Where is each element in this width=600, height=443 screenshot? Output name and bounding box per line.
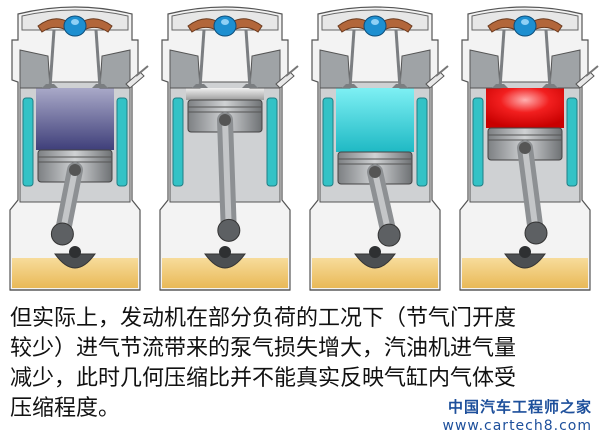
crankcase-oil [462, 258, 588, 288]
intake-valve-stem [498, 29, 506, 89]
cylinder-panel-4 [459, 6, 599, 291]
coolant-jacket-right [416, 97, 428, 187]
exhaust-port [399, 49, 431, 89]
connecting-rod-highlight [222, 117, 232, 234]
caption-line-3: 减少，此时几何压缩比并不能真实反映气缸内气体受 [10, 366, 517, 391]
spark-plug-wire [585, 65, 599, 77]
crank-counterweight [204, 253, 246, 269]
spark-plug [575, 71, 595, 89]
spark-plug-wire [135, 65, 149, 77]
crank-counterweight [504, 253, 546, 269]
spark-plug-wire [285, 65, 299, 77]
crankshaft-main [519, 246, 531, 258]
crankshaft-main [369, 246, 381, 258]
coolant-jacket-left [172, 97, 184, 187]
caption-line-2: 较少）进气节流带来的泵气损失增大，汽油机进气量 [10, 336, 517, 361]
cylinder-panel-1 [9, 6, 149, 291]
coolant-jacket-right [266, 97, 278, 187]
cylinder-charge [186, 88, 264, 100]
crank-counterweight [54, 253, 96, 269]
engine-four-stroke-diagram [9, 6, 599, 291]
wrist-pin [219, 114, 231, 126]
crank-pin [524, 221, 548, 245]
wrist-pin [369, 166, 381, 178]
crankcase-oil [312, 258, 438, 288]
intake-valve-stem [48, 29, 56, 89]
crank-counterweight [354, 253, 396, 269]
crank-pin [217, 218, 241, 242]
spark-plug [275, 71, 295, 89]
intake-port [319, 49, 351, 89]
intake-valve-head [192, 84, 208, 88]
exhaust-valve-head [392, 84, 408, 88]
camshaft [513, 15, 537, 37]
caption-line-1: 但实际上，发动机在部分负荷的工况下（节气门开度 [10, 306, 517, 331]
intake-valve-stem [348, 29, 356, 89]
crank-pin [50, 222, 74, 246]
exhaust-port [249, 49, 281, 89]
wrist-pin [69, 164, 81, 176]
coolant-jacket-left [322, 97, 334, 187]
watermark: 中国汽车工程师之家 www.cartech8.com [422, 396, 592, 440]
exhaust-valve-stem [244, 29, 252, 89]
exhaust-valve-stem [544, 29, 552, 89]
crank-pin [377, 223, 401, 247]
watermark-site-name: 中国汽车工程师之家 [447, 398, 592, 416]
caption-paragraph: 但实际上，发动机在部分负荷的工况下（节气门开度 较少）进气节流带来的泵气损失增大… [10, 304, 595, 424]
intake-port [469, 49, 501, 89]
intake-valve-head [492, 84, 508, 88]
exhaust-valve-head [242, 84, 258, 88]
intake-valve-head [342, 84, 358, 88]
cylinder-charge [36, 88, 114, 150]
cylinder-charge [336, 88, 414, 152]
coolant-jacket-right [566, 97, 578, 187]
camshaft-highlight [71, 19, 79, 25]
watermark-url: www.cartech8.com [442, 418, 592, 434]
intake-port [169, 49, 201, 89]
camshaft [213, 15, 237, 37]
cylinder-panel-2 [159, 6, 299, 291]
coolant-jacket-left [472, 97, 484, 187]
wrist-pin [519, 142, 531, 154]
crankshaft-main [219, 246, 231, 258]
intake-valve-stem [198, 29, 206, 89]
exhaust-valve-stem [394, 29, 402, 89]
exhaust-port [549, 49, 581, 89]
spark-plug [125, 71, 145, 89]
coolant-jacket-left [22, 97, 34, 187]
spark-plug [425, 71, 445, 89]
cylinder-charge [486, 88, 564, 128]
connecting-rod-highlight [522, 145, 539, 236]
coolant-jacket-right [116, 97, 128, 187]
intake-port [19, 49, 51, 89]
camshaft-highlight [521, 19, 529, 25]
crankcase-oil [162, 258, 288, 288]
camshaft-highlight [221, 19, 229, 25]
cylinder-panel-3 [309, 6, 449, 291]
exhaust-valve-head [542, 84, 558, 88]
exhaust-valve-stem [94, 29, 102, 89]
crankshaft-main [69, 246, 81, 258]
caption-line-4: 压缩程度。 [10, 396, 121, 421]
exhaust-valve-head [92, 84, 108, 88]
spark-plug-wire [435, 65, 449, 77]
camshaft [63, 15, 87, 37]
intake-valve-head [42, 84, 58, 88]
camshaft [363, 15, 387, 37]
crankcase-oil [12, 258, 138, 288]
exhaust-port [99, 49, 131, 89]
camshaft-highlight [371, 19, 379, 25]
